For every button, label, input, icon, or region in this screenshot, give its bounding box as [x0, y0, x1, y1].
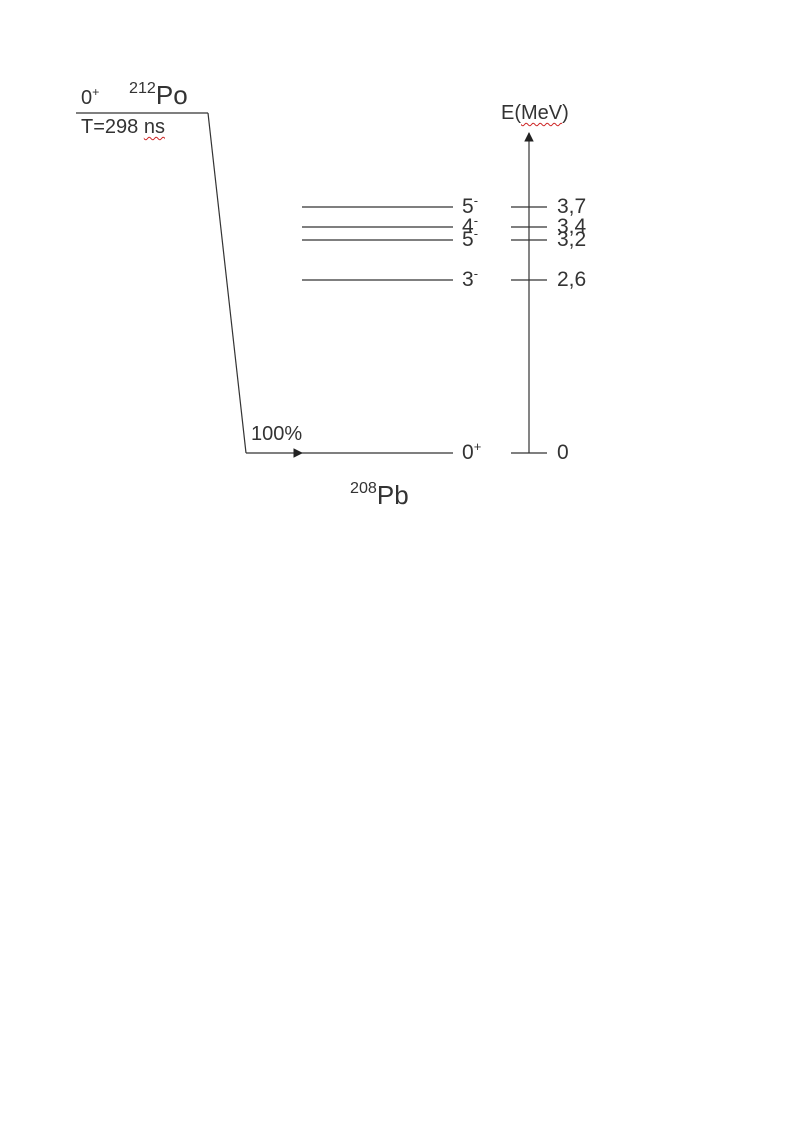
level-parity: +: [473, 439, 482, 455]
axis-title-unit: MeV: [521, 102, 563, 124]
level-energy-label: 3,4: [557, 215, 587, 238]
level-spin: 0: [462, 441, 474, 464]
parent-symbol: Po: [155, 80, 188, 110]
axis-ticks-group: [511, 206, 547, 454]
level-spin-label: 0+: [462, 439, 482, 464]
level-energy-label: 3,2: [557, 228, 587, 251]
level-spin: 5: [462, 195, 474, 218]
daughter-nuclide-label: 208Pb: [350, 478, 409, 510]
level-parity: -: [473, 266, 479, 282]
daughter-symbol: Pb: [376, 480, 409, 510]
level-spin-label: 4-: [462, 213, 479, 238]
parent-spin-label: 0+: [81, 85, 100, 109]
daughter-mass-number: 208: [350, 478, 377, 497]
level-lines-group: [302, 206, 453, 454]
level-spin-label: 5-: [462, 226, 479, 251]
parent-spin: 0: [81, 87, 93, 109]
level-parity: -: [473, 213, 479, 229]
axis-title-suffix: ): [562, 102, 569, 124]
halflife-value: T=298: [81, 116, 144, 138]
level-energy-label: 2,6: [557, 268, 587, 291]
level-spin-label: 5-: [462, 193, 479, 218]
axis-title-prefix: E(: [501, 102, 521, 124]
level-energy-label: 3,7: [557, 195, 587, 218]
decay-path-slant: [207, 112, 247, 454]
level-parity: -: [473, 193, 479, 209]
level-energy-label: 0: [557, 441, 569, 464]
parent-mass-number: 212: [129, 78, 156, 97]
energy-axis-title: E(MeV): [501, 103, 569, 123]
level-spin: 5: [462, 228, 474, 251]
level-spin-label: 3-: [462, 266, 479, 291]
level-parity: -: [473, 226, 479, 242]
halflife-unit: ns: [143, 116, 165, 138]
parent-nuclide-label: 212Po: [129, 78, 188, 110]
level-spin: 3: [462, 268, 474, 291]
level-spin: 4: [462, 215, 474, 238]
parent-parity: +: [92, 85, 100, 100]
branching-ratio-label: 100%: [251, 423, 303, 445]
parent-halflife: T=298 ns: [81, 117, 165, 137]
